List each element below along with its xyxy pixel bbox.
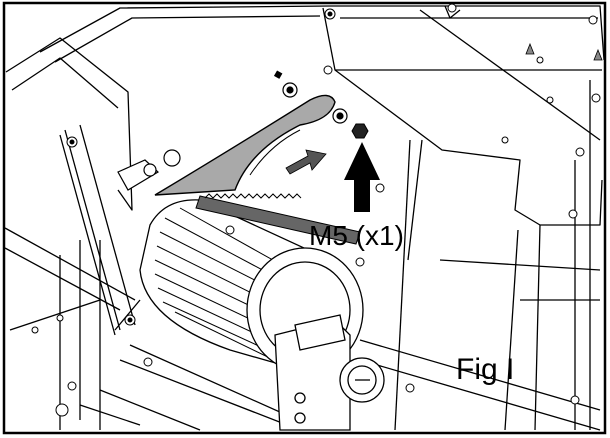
- hardware: [273, 70, 348, 124]
- up-arrow-icon: [344, 142, 380, 212]
- blade-guard: [154, 94, 336, 196]
- frame-structure: [4, 5, 605, 431]
- hopper-studs: [525, 42, 603, 61]
- fastener-callout-label: M5 (x1): [309, 220, 404, 251]
- right-arrow-icon: [285, 149, 327, 175]
- guard-bracket: [117, 149, 181, 191]
- hex-nut-icon: [351, 123, 369, 139]
- figure-label: Fig I: [456, 353, 515, 386]
- saw-blade: [195, 193, 361, 245]
- fasteners: [31, 3, 601, 417]
- bolt: [273, 70, 283, 79]
- motor: [139, 199, 385, 431]
